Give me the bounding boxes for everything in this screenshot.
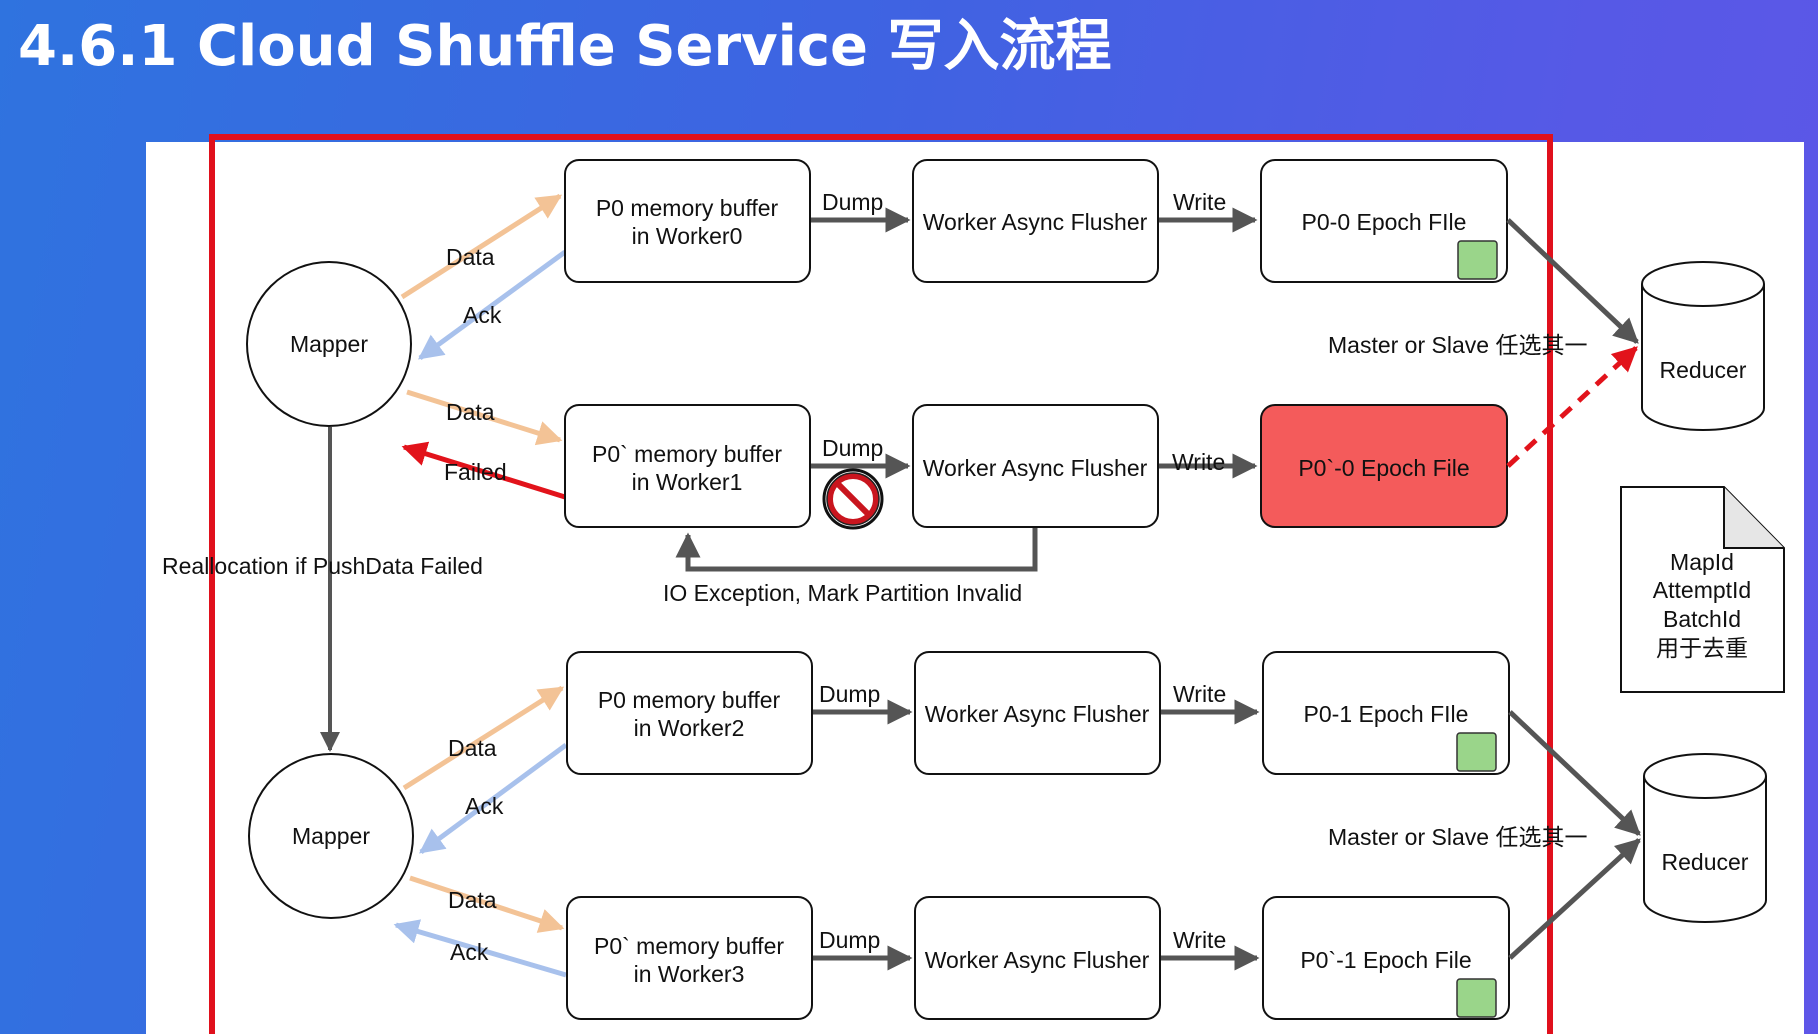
- async-flusher-label: Worker Async Flusher: [925, 701, 1150, 727]
- io-exception-arrow: [675, 528, 1038, 572]
- dashed-failed-arrow: [1506, 346, 1638, 468]
- slide-title: 4.6.1 Cloud Shuffle Service 写入流程: [18, 14, 1112, 79]
- mapper-label: Mapper: [290, 331, 368, 357]
- mapper-node: Mapper: [248, 753, 414, 919]
- dump-label: Dump: [822, 189, 883, 215]
- dump-label: Dump: [819, 927, 880, 953]
- data-label: Data: [446, 399, 495, 425]
- mapper-label: Mapper: [292, 823, 370, 849]
- ack-label: Ack: [450, 939, 489, 965]
- epoch-file-label: P0`-1 Epoch File: [1300, 947, 1471, 973]
- ack-arrow: [417, 249, 567, 361]
- epoch-to-reducer-arrow: [1508, 710, 1641, 836]
- epoch-to-reducer-arrow: [1506, 218, 1639, 344]
- data-arrow: [406, 389, 563, 446]
- dedup-note: MapId AttemptId BatchId 用于去重: [1620, 486, 1785, 693]
- ack-arrow: [418, 742, 568, 855]
- memory-buffer-label: in Worker2: [634, 715, 745, 741]
- highlight-frame: [209, 134, 1553, 1034]
- memory-buffer-label: P0 memory buffer: [598, 687, 781, 713]
- io-exception-label: IO Exception, Mark Partition Invalid: [663, 580, 1022, 606]
- data-arrow: [409, 875, 565, 933]
- epoch-file-box: P0-0 Epoch FIle: [1260, 159, 1508, 283]
- epoch-ok-marker: [1456, 978, 1497, 1018]
- memory-buffer-label: P0 memory buffer: [596, 195, 779, 221]
- memory-buffer-label: P0` memory buffer: [594, 933, 784, 959]
- memory-buffer-label: in Worker0: [632, 223, 743, 249]
- epoch-ok-marker: [1456, 732, 1497, 772]
- async-flusher-label: Worker Async Flusher: [923, 455, 1148, 481]
- memory-buffer-box: P0` memory buffer in Worker3: [566, 896, 813, 1020]
- data-label: Data: [448, 887, 497, 913]
- reducer-node: Reducer: [1643, 753, 1767, 923]
- epoch-file-label: P0-1 Epoch FIle: [1304, 701, 1469, 727]
- memory-buffer-box: P0 memory buffer in Worker0: [564, 159, 811, 283]
- note-line: BatchId: [1663, 606, 1741, 632]
- epoch-to-reducer-arrow: [1508, 838, 1641, 960]
- memory-buffer-box: P0 memory buffer in Worker2: [566, 651, 813, 775]
- master-slave-label: Master or Slave 任选其一: [1328, 332, 1587, 358]
- master-slave-label: Master or Slave 任选其一: [1328, 824, 1587, 850]
- write-label: Write: [1173, 681, 1226, 707]
- reducer-label: Reducer: [1660, 357, 1747, 383]
- async-flusher-box: Worker Async Flusher: [914, 896, 1161, 1020]
- reducer-node: Reducer: [1641, 261, 1765, 431]
- async-flusher-box: Worker Async Flusher: [912, 159, 1159, 283]
- note-line: AttemptId: [1653, 577, 1751, 603]
- write-label: Write: [1172, 449, 1225, 475]
- failed-label: Failed: [444, 459, 507, 485]
- epoch-file-box: P0-1 Epoch FIle: [1262, 651, 1510, 775]
- memory-buffer-label: P0` memory buffer: [592, 441, 782, 467]
- data-label: Data: [446, 244, 495, 270]
- epoch-file-box-failed: P0`-0 Epoch File: [1260, 404, 1508, 528]
- write-label: Write: [1173, 927, 1226, 953]
- ack-arrow: [393, 919, 567, 978]
- async-flusher-box: Worker Async Flusher: [912, 404, 1159, 528]
- async-flusher-label: Worker Async Flusher: [923, 209, 1148, 235]
- memory-buffer-label: in Worker3: [634, 961, 745, 987]
- epoch-ok-marker: [1457, 240, 1498, 280]
- failed-arrow: [401, 441, 566, 500]
- data-arrow: [400, 193, 563, 300]
- reallocation-label: Reallocation if PushData Failed: [162, 553, 483, 579]
- memory-buffer-box: P0` memory buffer in Worker1: [564, 404, 811, 528]
- note-line: 用于去重: [1656, 635, 1748, 661]
- data-label: Data: [448, 735, 497, 761]
- async-flusher-label: Worker Async Flusher: [925, 947, 1150, 973]
- epoch-file-label: P0`-0 Epoch File: [1298, 455, 1469, 481]
- dump-label: Dump: [822, 435, 883, 461]
- reducer-label: Reducer: [1662, 849, 1749, 875]
- async-flusher-box: Worker Async Flusher: [914, 651, 1161, 775]
- ack-label: Ack: [463, 302, 502, 328]
- note-line: MapId: [1670, 549, 1734, 575]
- memory-buffer-label: in Worker1: [632, 469, 743, 495]
- write-label: Write: [1173, 189, 1226, 215]
- epoch-file-box: P0`-1 Epoch File: [1262, 896, 1510, 1020]
- dump-label: Dump: [819, 681, 880, 707]
- epoch-file-label: P0-0 Epoch FIle: [1302, 209, 1467, 235]
- data-arrow: [402, 685, 565, 791]
- diagram-background: [146, 142, 1804, 1034]
- mapper-node: Mapper: [246, 261, 412, 427]
- ack-label: Ack: [465, 793, 504, 819]
- prohibited-icon: [822, 468, 884, 530]
